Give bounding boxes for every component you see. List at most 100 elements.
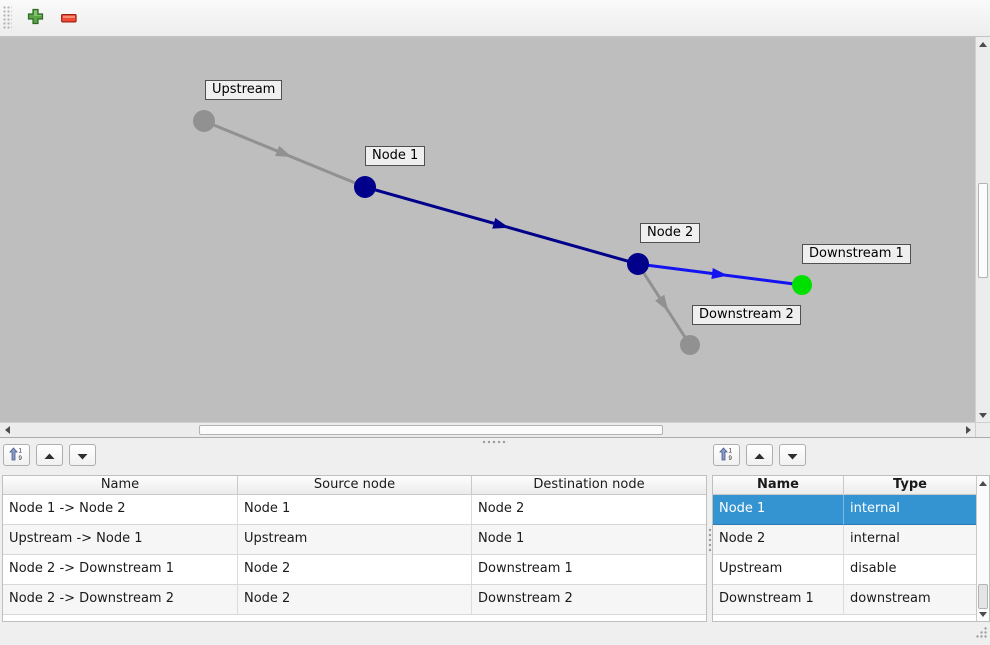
graph-canvas[interactable]: Upstream Node 1 Node 2 Downstream 1 Down… bbox=[0, 37, 975, 422]
node-label-node1[interactable]: Node 1 bbox=[365, 146, 426, 166]
arrowhead-icon bbox=[711, 268, 728, 279]
svg-text:9: 9 bbox=[19, 456, 23, 461]
column-header-destination[interactable]: Destination node bbox=[472, 476, 706, 495]
edges-table-row[interactable]: Node 2 -> Downstream 1 Node 2 Downstream… bbox=[3, 555, 706, 585]
column-header-source[interactable]: Source node bbox=[238, 476, 472, 495]
column-header-type[interactable]: Type bbox=[844, 476, 976, 495]
move-edge-down-button[interactable] bbox=[69, 444, 96, 466]
node-label-upstream[interactable]: Upstream bbox=[205, 80, 283, 100]
nodes-table-row[interactable]: Downstream 1 downstream bbox=[713, 585, 989, 615]
window-resize-grip[interactable] bbox=[974, 625, 988, 643]
node-downstream2[interactable] bbox=[680, 335, 700, 355]
sort-ascending-icon: 1 9 bbox=[719, 446, 734, 464]
canvas-horizontal-scrollbar[interactable] bbox=[0, 422, 975, 437]
arrowhead-icon bbox=[492, 218, 510, 229]
edges-table-row[interactable]: Node 2 -> Downstream 2 Node 2 Downstream… bbox=[3, 585, 706, 615]
node-node2[interactable] bbox=[627, 253, 649, 275]
cell-name: Upstream bbox=[713, 555, 844, 585]
right-triangle-icon bbox=[965, 426, 971, 434]
splitter-handle-icon bbox=[708, 528, 712, 552]
left-triangle-icon bbox=[4, 426, 10, 434]
svg-text:1: 1 bbox=[19, 448, 23, 454]
toolbar-grip[interactable] bbox=[3, 6, 12, 30]
canvas-vertical-scrollbar[interactable] bbox=[975, 37, 990, 422]
node-node1[interactable] bbox=[354, 176, 376, 198]
nodes-table-header: Name Type bbox=[713, 476, 989, 495]
down-triangle-icon bbox=[979, 611, 987, 617]
resize-grip-icon bbox=[976, 627, 987, 638]
cell-type: internal bbox=[844, 525, 976, 555]
sort-ascending-icon: 1 9 bbox=[9, 446, 24, 464]
cell-name: Node 1 -> Node 2 bbox=[3, 495, 238, 525]
move-node-up-button[interactable] bbox=[746, 444, 773, 466]
cell-name: Node 2 -> Downstream 2 bbox=[3, 585, 238, 615]
graph-svg bbox=[193, 110, 812, 355]
cell-source: Node 2 bbox=[238, 585, 472, 615]
node-upstream[interactable] bbox=[193, 110, 215, 132]
cell-type: disable bbox=[844, 555, 976, 585]
splitter-handle-icon bbox=[482, 440, 508, 444]
remove-button[interactable] bbox=[54, 4, 84, 32]
cell-source: Node 1 bbox=[238, 495, 472, 525]
cell-destination: Downstream 1 bbox=[472, 555, 706, 585]
scroll-down-arrow[interactable] bbox=[977, 607, 989, 621]
horizontal-scroll-thumb[interactable] bbox=[199, 425, 663, 435]
canvas-area: Upstream Node 1 Node 2 Downstream 1 Down… bbox=[0, 37, 990, 437]
scroll-left-arrow[interactable] bbox=[0, 423, 14, 437]
sort-edges-button[interactable]: 1 9 bbox=[3, 444, 30, 466]
scroll-up-arrow[interactable] bbox=[976, 37, 990, 51]
svg-text:9: 9 bbox=[729, 456, 733, 461]
nodes-table: Name Type Node 1 internal Node 2 interna… bbox=[712, 475, 990, 622]
up-triangle-icon bbox=[979, 41, 987, 47]
arrowhead-icon bbox=[275, 145, 292, 158]
node-label-downstream1[interactable]: Downstream 1 bbox=[802, 244, 911, 264]
down-triangle-icon bbox=[979, 412, 987, 418]
nodes-table-scrollbar[interactable] bbox=[976, 476, 989, 621]
nodes-table-row[interactable]: Node 2 internal bbox=[713, 525, 989, 555]
nodes-table-row-selected[interactable]: Node 1 internal bbox=[713, 495, 989, 525]
scrollbar-corner bbox=[975, 422, 990, 437]
down-triangle-icon bbox=[787, 448, 798, 463]
main-toolbar bbox=[0, 0, 990, 37]
vertical-scroll-thumb[interactable] bbox=[978, 183, 988, 278]
edges-toolbar: 1 9 bbox=[3, 444, 96, 466]
cell-name: Node 2 -> Downstream 1 bbox=[3, 555, 238, 585]
add-button[interactable] bbox=[20, 4, 50, 32]
move-edge-up-button[interactable] bbox=[36, 444, 63, 466]
move-node-down-button[interactable] bbox=[779, 444, 806, 466]
sort-nodes-button[interactable]: 1 9 bbox=[713, 444, 740, 466]
node-label-node2[interactable]: Node 2 bbox=[640, 223, 701, 243]
scroll-down-arrow[interactable] bbox=[976, 408, 990, 422]
svg-text:1: 1 bbox=[729, 448, 733, 454]
cell-destination: Node 2 bbox=[472, 495, 706, 525]
nodes-table-row[interactable]: Upstream disable bbox=[713, 555, 989, 585]
up-triangle-icon bbox=[754, 448, 765, 463]
arrowhead-icon bbox=[655, 294, 669, 312]
plus-icon bbox=[27, 8, 44, 28]
cell-destination: Downstream 2 bbox=[472, 585, 706, 615]
minus-icon bbox=[61, 11, 77, 26]
cell-source: Upstream bbox=[238, 525, 472, 555]
vertical-scroll-thumb[interactable] bbox=[978, 584, 988, 609]
cell-name: Upstream -> Node 1 bbox=[3, 525, 238, 555]
node-downstream1[interactable] bbox=[792, 275, 812, 295]
up-triangle-icon bbox=[979, 480, 987, 486]
cell-source: Node 2 bbox=[238, 555, 472, 585]
node-label-downstream2[interactable]: Downstream 2 bbox=[692, 305, 801, 325]
down-triangle-icon bbox=[77, 448, 88, 463]
edges-table: Name Source node Destination node Node 1… bbox=[2, 475, 707, 622]
bottom-panel: 1 9 Name bbox=[0, 444, 990, 645]
edges-table-row[interactable]: Node 1 -> Node 2 Node 1 Node 2 bbox=[3, 495, 706, 525]
nodes-toolbar: 1 9 bbox=[713, 444, 806, 466]
scroll-right-arrow[interactable] bbox=[961, 423, 975, 437]
vertical-splitter[interactable] bbox=[708, 444, 712, 622]
cell-type: downstream bbox=[844, 585, 976, 615]
horizontal-splitter[interactable] bbox=[0, 437, 990, 444]
column-header-name[interactable]: Name bbox=[713, 476, 844, 495]
up-triangle-icon bbox=[44, 448, 55, 463]
scroll-up-arrow[interactable] bbox=[977, 476, 989, 490]
column-header-name[interactable]: Name bbox=[3, 476, 238, 495]
cell-name: Downstream 1 bbox=[713, 585, 844, 615]
edges-table-row[interactable]: Upstream -> Node 1 Upstream Node 1 bbox=[3, 525, 706, 555]
